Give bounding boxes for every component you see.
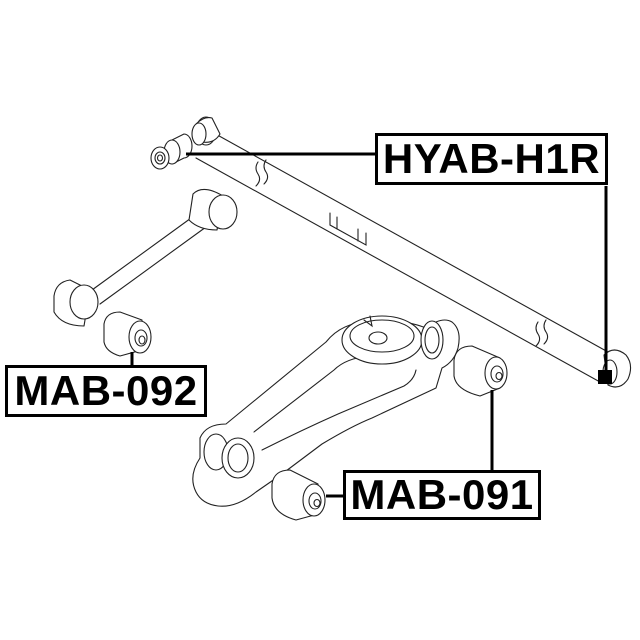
- label-text: MAB-092: [14, 367, 198, 414]
- long-trailing-arm: [191, 116, 632, 388]
- bushing-mab-092: [103, 311, 152, 357]
- label-mab-091: MAB-091: [343, 470, 541, 520]
- leader-lines: [130, 152, 612, 498]
- bushing-hyab-h1r: [150, 133, 193, 170]
- lower-control-arm: [192, 315, 460, 507]
- label-hyab-h1r: HYAB-H1R: [375, 133, 608, 185]
- label-mab-092: MAB-092: [5, 365, 207, 417]
- label-text: MAB-091: [350, 471, 534, 518]
- connector-square-icon: [598, 370, 612, 384]
- bushing-mab-091-a: [453, 345, 508, 397]
- label-text: HYAB-H1R: [382, 135, 601, 182]
- bushing-mab-091-b: [271, 469, 326, 521]
- upper-lateral-link: [53, 188, 238, 327]
